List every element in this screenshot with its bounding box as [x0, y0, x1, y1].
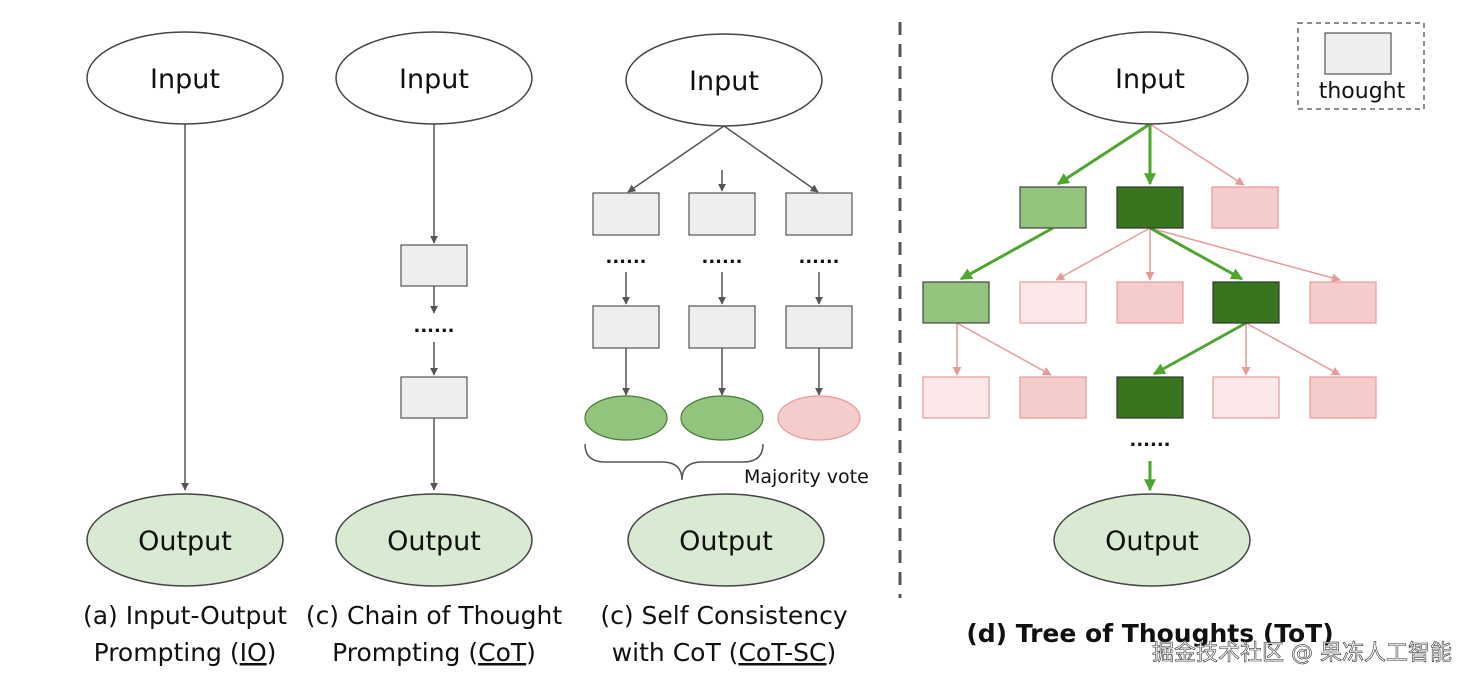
caption-line-1: (a) Input-Output	[83, 601, 287, 630]
thought-node-selected	[1116, 376, 1184, 419]
panel-tot: ...... Input Output (d) Tree of Thoughts…	[922, 31, 1377, 648]
thought-node-bad	[1211, 186, 1279, 229]
answer-node-good	[584, 395, 668, 441]
thought-box	[400, 244, 468, 287]
edge-selected	[1056, 122, 1151, 186]
output-node: Output	[335, 493, 533, 587]
thought-box	[400, 376, 468, 419]
caption-line-2: Prompting (IO)	[94, 638, 277, 667]
answer-node-bad	[777, 395, 861, 441]
thought-node-bad	[1212, 376, 1280, 419]
edge-selected	[1152, 321, 1247, 376]
caption-line-2: with CoT (CoT-SC)	[612, 638, 837, 667]
thought-box	[688, 305, 756, 349]
output-label: Output	[1105, 526, 1199, 557]
input-label: Input	[150, 64, 220, 95]
caption-line-1: (c) Chain of Thought	[306, 601, 563, 630]
legend: thought	[1297, 22, 1425, 110]
edge	[723, 125, 819, 193]
panel-cot: ...... Input Output (c) Chain of Thought…	[306, 31, 563, 667]
thought-node-bad	[1019, 376, 1087, 419]
thought-node-bad	[1309, 281, 1377, 324]
output-label: Output	[387, 526, 481, 557]
edge-pruned	[1245, 322, 1341, 376]
ellipsis: ......	[701, 247, 742, 268]
input-label: Input	[399, 64, 469, 95]
ellipsis: ......	[798, 247, 839, 268]
input-node: Input	[1051, 31, 1249, 125]
thought-node-good	[922, 281, 990, 324]
output-node: Output	[86, 493, 284, 587]
thought-node-selected	[1212, 281, 1280, 324]
majority-vote-label: Majority vote	[744, 466, 869, 488]
thought-node-bad	[1309, 376, 1377, 419]
legend-thought-label: thought	[1319, 79, 1406, 104]
thought-box	[688, 192, 756, 236]
edge-pruned	[1055, 227, 1151, 281]
watermark: 掘金技术社区 @ 果冻人工智能	[1152, 641, 1452, 666]
thought-node-bad	[922, 376, 990, 419]
thought-node-bad	[1019, 281, 1087, 324]
input-label: Input	[689, 66, 759, 97]
output-node: Output	[627, 493, 825, 587]
caption-line-2: Prompting (CoT)	[332, 638, 536, 667]
ellipsis: ......	[1129, 430, 1170, 451]
input-label: Input	[1115, 64, 1185, 95]
legend-thought-swatch	[1324, 32, 1392, 75]
thought-box	[592, 192, 660, 236]
edge-pruned	[1149, 227, 1341, 283]
edge-pruned	[1149, 123, 1245, 186]
edge-selected	[1149, 226, 1244, 281]
output-label: Output	[679, 526, 773, 557]
thought-box	[785, 192, 853, 236]
panel-cot-sc: ...... ...... ...... Majority vote Input…	[584, 33, 869, 667]
caption: (d) Tree of Thoughts (ToT)	[966, 619, 1333, 648]
ellipsis: ......	[413, 316, 454, 337]
edge-selected	[959, 226, 1054, 281]
answer-node-good	[680, 395, 764, 441]
thought-node-good	[1019, 186, 1087, 229]
thought-node-bad	[1116, 281, 1184, 324]
output-label: Output	[138, 526, 232, 557]
input-node: Input	[335, 31, 533, 125]
panel-io: Input Output (a) Input-Output Prompting …	[83, 31, 287, 667]
edge-pruned	[956, 322, 1052, 376]
majority-brace	[584, 443, 764, 481]
ellipsis: ......	[605, 247, 646, 268]
thought-box	[785, 305, 853, 349]
thought-node-selected	[1116, 186, 1184, 229]
edge	[627, 125, 725, 193]
output-node: Output	[1053, 493, 1251, 587]
input-node: Input	[625, 33, 823, 127]
input-node: Input	[86, 31, 284, 125]
caption-line-1: (c) Self Consistency	[600, 601, 848, 630]
thought-box	[592, 305, 660, 349]
